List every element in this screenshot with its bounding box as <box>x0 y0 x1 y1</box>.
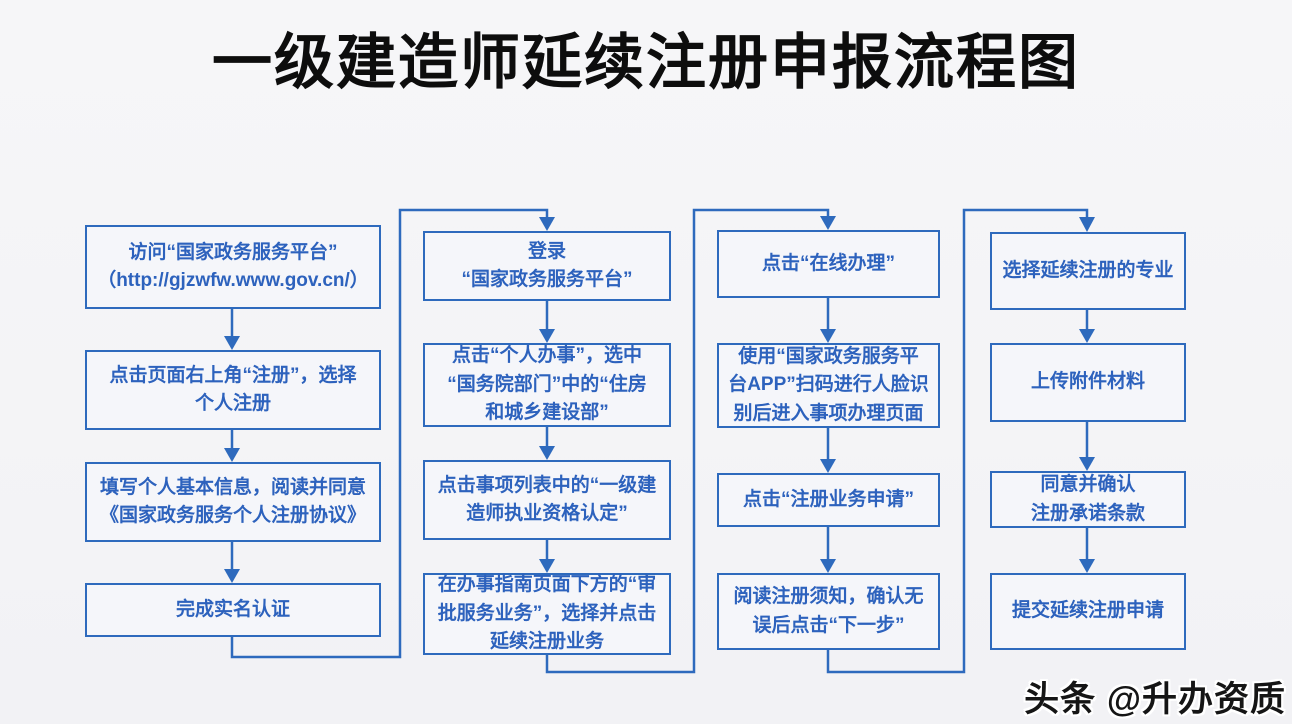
page-title: 一级建造师延续注册申报流程图 <box>212 30 1080 96</box>
arrowhead-icon <box>539 446 555 460</box>
flow-step-fill-info: 填写个人基本信息，阅读并同意 《国家政务服务个人注册协议》 <box>85 462 381 542</box>
arrowhead-icon <box>1079 217 1095 232</box>
flow-step-face-recognition: 使用“国家政务服务平 台APP”扫码进行人脸识 别后进入事项办理页面 <box>717 343 940 428</box>
flow-step-login-platform: 登录 “国家政务服务平台” <box>423 231 671 301</box>
arrowhead-icon <box>224 569 240 583</box>
arrowhead-icon <box>539 559 555 573</box>
connector <box>230 208 549 659</box>
arrowhead-icon <box>224 448 240 462</box>
flow-step-personal-affairs: 点击“个人办事”，选中 “国务院部门”中的“住房 和城乡建设部” <box>423 343 671 427</box>
connector <box>545 208 830 674</box>
flow-step-realname-auth: 完成实名认证 <box>85 583 381 637</box>
arrowhead-icon <box>539 329 555 343</box>
flow-step-confirm-commitment: 同意并确认 注册承诺条款 <box>990 471 1186 528</box>
flow-step-read-notice: 阅读注册须知，确认无 误后点击“下一步” <box>717 573 940 650</box>
flow-step-click-register: 点击页面右上角“注册”，选择 个人注册 <box>85 350 381 430</box>
arrowhead-icon <box>820 216 836 230</box>
flow-step-qualification-item: 点击事项列表中的“一级建 造师执业资格认定” <box>423 460 671 540</box>
arrowhead-icon <box>1079 559 1095 573</box>
arrowhead-icon <box>820 329 836 343</box>
flow-step-registration-apply: 点击“注册业务申请” <box>717 473 940 527</box>
arrowhead-icon <box>820 459 836 473</box>
toutiao-watermark: 头条 @升办资质 <box>1024 680 1286 719</box>
flow-step-visit-platform: 访问“国家政务服务平台” （http://gjzwfw.www.gov.cn/） <box>85 225 381 309</box>
flow-step-online-handle: 点击“在线办理” <box>717 230 940 298</box>
arrowhead-icon <box>1079 457 1095 471</box>
arrowhead-icon <box>820 559 836 573</box>
flow-step-renewal-service: 在办事指南页面下方的“审 批服务业务”，选择并点击 延续注册业务 <box>423 573 671 655</box>
flow-step-choose-major: 选择延续注册的专业 <box>990 232 1186 310</box>
flow-step-submit-application: 提交延续注册申请 <box>990 573 1186 650</box>
connector <box>826 208 1089 674</box>
arrowhead-icon <box>539 217 555 231</box>
flow-step-upload-attachments: 上传附件材料 <box>990 343 1186 422</box>
arrowhead-icon <box>1079 329 1095 343</box>
arrowhead-icon <box>224 336 240 350</box>
